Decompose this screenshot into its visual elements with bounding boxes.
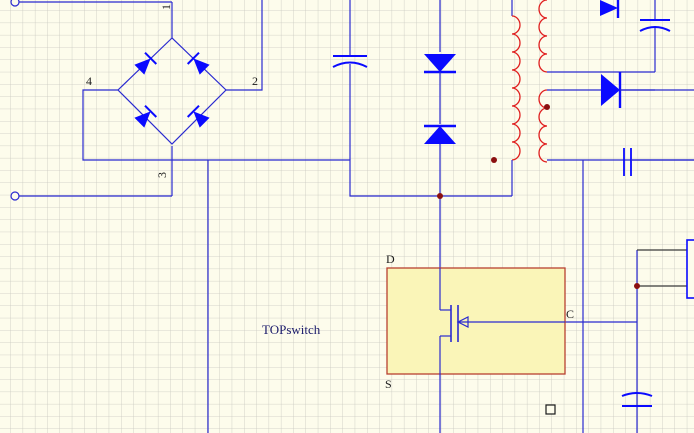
junction-dot-control bbox=[634, 283, 640, 289]
output-filter-capacitor[interactable] bbox=[623, 148, 694, 176]
clamp-zener-diode[interactable] bbox=[424, 0, 456, 124]
bridge-rectifier[interactable] bbox=[82, 0, 512, 433]
bridge-terminal-2-label: 2 bbox=[252, 74, 258, 88]
bridge-diode-4 bbox=[186, 104, 210, 128]
ic-pin-c-label: C bbox=[566, 307, 574, 321]
output-capacitor-1[interactable] bbox=[639, 0, 671, 72]
primary-phase-dot bbox=[491, 157, 497, 163]
bulk-capacitor[interactable] bbox=[332, 0, 368, 160]
bridge-diode-1 bbox=[134, 51, 158, 75]
output-rectifier-diode-2[interactable] bbox=[601, 72, 694, 108]
bridge-terminal-4-label: 4 bbox=[86, 74, 92, 88]
ic-pin-s-label: S bbox=[385, 377, 392, 391]
ic-pin-d-label: D bbox=[386, 252, 395, 266]
output-rectifier-diode-1[interactable] bbox=[600, 0, 620, 18]
ac-input-terminal-bottom[interactable] bbox=[10, 191, 172, 201]
bridge-diode-2 bbox=[186, 51, 210, 75]
bridge-diode-3 bbox=[134, 104, 158, 128]
bridge-terminal-3-label: 3 bbox=[155, 172, 169, 178]
ic-part-label: TOPswitch bbox=[262, 322, 321, 337]
secondary-phase-dot bbox=[544, 104, 550, 110]
selection-handle[interactable] bbox=[545, 404, 556, 415]
optocoupler[interactable] bbox=[686, 239, 694, 299]
junction-dot-drain bbox=[437, 193, 443, 199]
clamp-blocking-diode[interactable] bbox=[424, 124, 456, 268]
ac-input-terminal-top[interactable] bbox=[10, 0, 172, 7]
control-capacitor[interactable] bbox=[621, 392, 653, 407]
topswitch-ic[interactable] bbox=[386, 267, 566, 433]
bridge-terminal-1-label: 1 bbox=[159, 4, 173, 10]
